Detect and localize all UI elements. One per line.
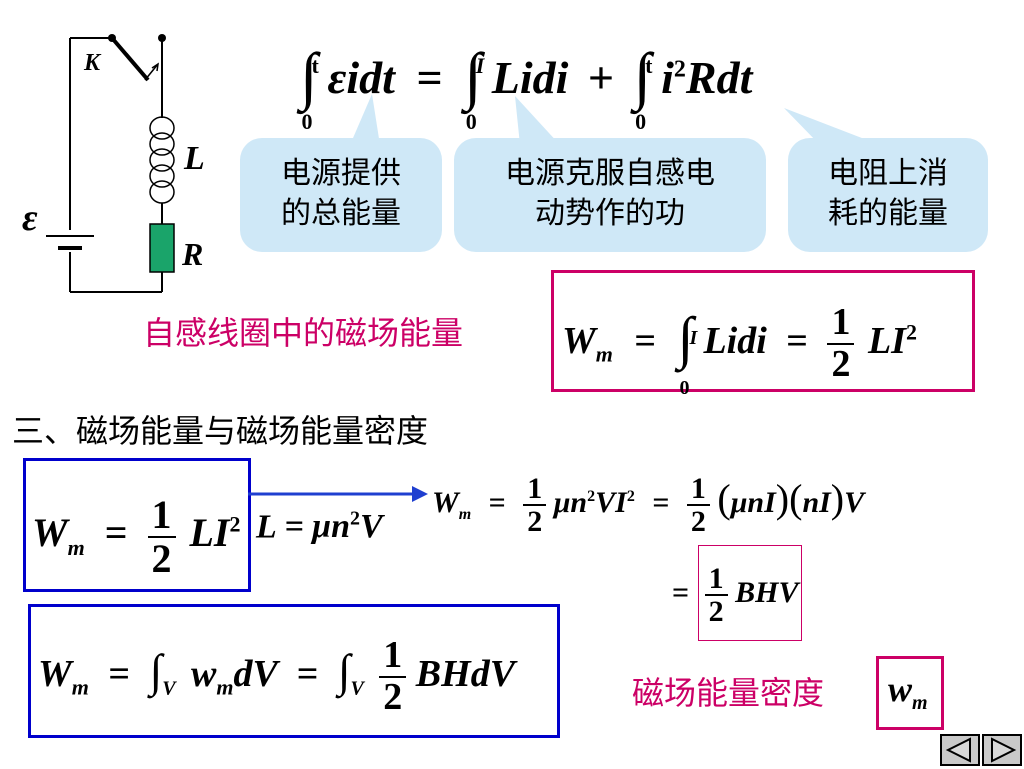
substitution-arrow [248, 486, 428, 502]
emf-label: ε [22, 197, 38, 239]
inductor-coil [149, 116, 175, 204]
wm-volume-box [28, 604, 560, 738]
wm-half-box [23, 458, 251, 592]
inductor-label: L [184, 140, 205, 177]
rl-circuit-diagram [46, 34, 175, 293]
bubble-work-against-emf: 电源克服自感电 动势作的功 [454, 138, 766, 252]
bubble-2-line-2: 动势作的功 [535, 196, 685, 231]
prev-slide-button[interactable] [940, 734, 980, 766]
switch-label: K [84, 50, 101, 76]
bubble-1-line-2: 的总能量 [281, 196, 401, 231]
switch-arrow [144, 63, 159, 81]
self-induction-energy-label: 自感线圈中的磁场能量 [143, 314, 464, 352]
section-heading: 三、磁场能量与磁场能量密度 [12, 412, 429, 450]
bubble-pointers [350, 94, 880, 145]
bubble-3-line-2: 耗的能量 [828, 196, 948, 231]
bubble-resistor-energy: 电阻上消 耗的能量 [788, 138, 988, 252]
bubble-3-pointer [784, 108, 880, 145]
bubble-total-energy: 电源提供 的总能量 [240, 138, 442, 252]
triangle-left-icon [945, 737, 971, 763]
energy-density-label: 磁场能量密度 [632, 674, 825, 712]
wm-integral-box [551, 270, 975, 392]
integral-sign: ∫ [300, 40, 318, 112]
bubble-1-pointer [350, 94, 380, 145]
bubble-2-line-1: 电源克服自感电 [505, 156, 715, 191]
bhv-highlight-box [698, 545, 802, 641]
resistor-label: R [182, 236, 204, 272]
wm-symbol-box [876, 656, 944, 730]
switch-blade [110, 36, 150, 82]
wm-symbol: wm [888, 669, 928, 715]
bubble-2-pointer [515, 96, 560, 145]
bubble-1-line-1: 电源提供 [281, 156, 401, 191]
next-slide-button[interactable] [982, 734, 1022, 766]
triangle-right-icon [991, 737, 1017, 763]
bubble-3-line-1: 电阻上消 [828, 156, 948, 191]
resistor [149, 223, 175, 273]
inductance-expression: L=μn2V [256, 508, 383, 546]
